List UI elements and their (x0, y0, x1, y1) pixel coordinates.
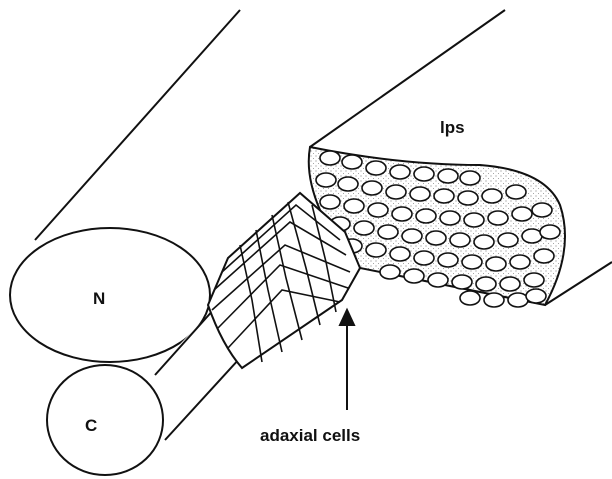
chord-cross-section (47, 365, 163, 475)
lps-cell (458, 191, 478, 205)
lps-cell (386, 185, 406, 199)
lps-cell (368, 203, 388, 217)
lps-cell (354, 221, 374, 235)
lps-cell (320, 195, 340, 209)
lps-cell (488, 211, 508, 225)
label-chord: C (85, 416, 97, 435)
lps-slab-top-edge (310, 10, 505, 147)
lps-cell (522, 229, 542, 243)
lps-cell (342, 155, 362, 169)
lps-cell (534, 249, 554, 263)
lps-cell (416, 209, 436, 223)
notochord-tube (10, 10, 240, 362)
lps-cell (464, 213, 484, 227)
notochord-cross-section (10, 228, 210, 362)
lps-cell (506, 185, 526, 199)
lps-cell (410, 187, 430, 201)
lps-cell (476, 277, 496, 291)
label-adaxial-cells: adaxial cells (260, 426, 360, 445)
lps-cell (390, 165, 410, 179)
lps-cell (482, 189, 502, 203)
lps-cell (390, 247, 410, 261)
lps-cell (508, 293, 528, 307)
lps-cell (484, 293, 504, 307)
lps-cell (486, 257, 506, 271)
lps-cell (380, 265, 400, 279)
lps-cell (426, 231, 446, 245)
lps-cell (378, 225, 398, 239)
lps-cell (452, 275, 472, 289)
lps-cell (338, 177, 358, 191)
lps-cell (512, 207, 532, 221)
label-lps: lps (440, 118, 465, 137)
lps-cell (440, 211, 460, 225)
lps-cell (438, 169, 458, 183)
lps-cell (524, 273, 544, 287)
lps-cell (460, 171, 480, 185)
lps-cell (540, 225, 560, 239)
adaxial-arrow (340, 310, 354, 410)
lps-cell (460, 291, 480, 305)
lps-cell (428, 273, 448, 287)
lps-cell (414, 251, 434, 265)
notochord-top-edge (35, 10, 240, 240)
lps-cell (500, 277, 520, 291)
lps-cell (404, 269, 424, 283)
lps-cell (450, 233, 470, 247)
lps-cell (362, 181, 382, 195)
lps-cell (498, 233, 518, 247)
lps-cell (316, 173, 336, 187)
lps-cell (366, 243, 386, 257)
lps-cell (462, 255, 482, 269)
lps-cell (344, 199, 364, 213)
lps-cell (438, 253, 458, 267)
lps-cell (366, 161, 386, 175)
lps-cell (532, 203, 552, 217)
lps-cell (414, 167, 434, 181)
lps-cell (434, 189, 454, 203)
lps-cell (402, 229, 422, 243)
lps-cell (392, 207, 412, 221)
label-notochord: N (93, 289, 105, 308)
adaxial-arrow-head (340, 310, 354, 325)
lps-cell (474, 235, 494, 249)
lps-cell (510, 255, 530, 269)
lps-cell (526, 289, 546, 303)
lps-cell (320, 151, 340, 165)
